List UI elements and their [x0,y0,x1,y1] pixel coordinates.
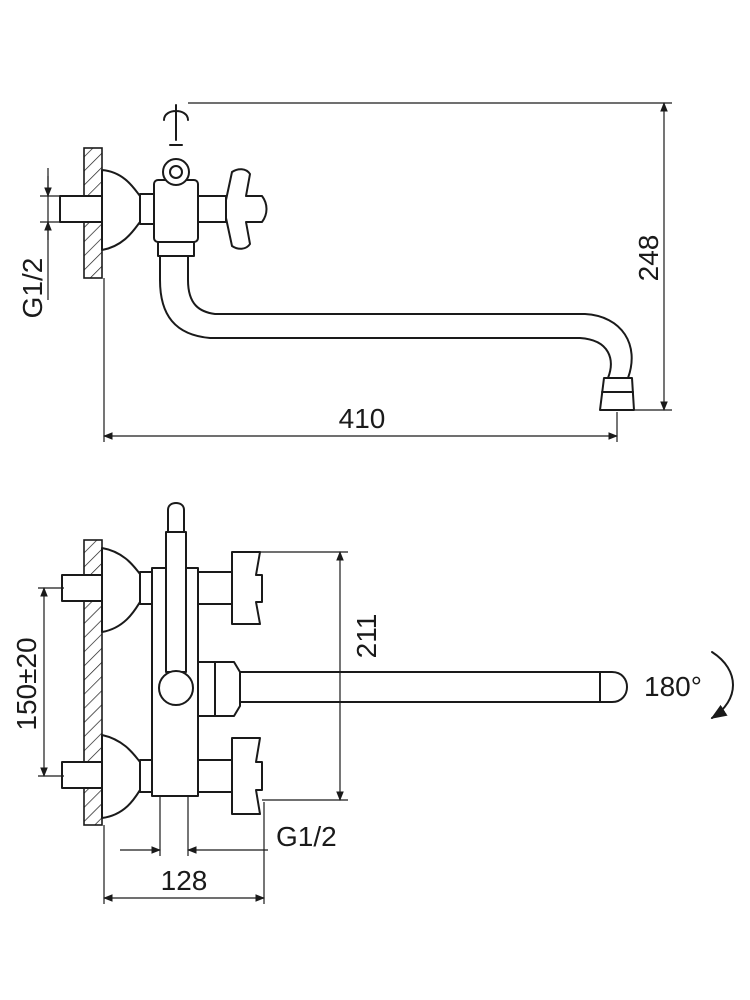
valve-stem [197,195,227,223]
escutcheon [101,169,141,251]
spout-nut [157,241,195,257]
lower-inlet [61,761,103,789]
dim-label-248: 248 [633,235,664,282]
spout-pipe-inner [187,255,633,379]
dim-label-150: 150±20 [11,637,42,730]
spout-front [239,671,628,703]
top-view: 248 410 G1/2 [17,102,672,442]
thread-label-front: G1/2 [276,821,337,852]
lower-escutcheon [101,734,141,819]
upper-cross-handle [231,551,263,625]
upper-inlet [61,574,103,602]
rotation-arrow [710,651,734,719]
connector-nut [139,193,155,225]
shower-holder [163,104,189,146]
front-view: 180° 211 150±20 G1/2 128 [11,502,734,904]
mixer-body [153,179,199,243]
spout-pipe [159,255,612,379]
shower-holder-front [167,502,185,533]
dim-label-410: 410 [339,403,386,434]
shower-rod [165,531,187,673]
upper-escutcheon [101,547,141,633]
cross-handle [225,168,268,250]
diverter-knob-front [158,670,194,706]
spout-coupling [197,661,241,717]
lower-cross-handle [231,737,263,815]
wall-hatch-front [83,539,103,826]
dim-label-211: 211 [351,614,382,659]
aerator [599,377,635,411]
thread-label-top: G1/2 [17,258,48,319]
diverter-center [169,165,183,179]
dim-label-128: 128 [161,865,208,896]
inlet-pipe [59,195,103,223]
rotation-label: 180° [644,671,702,702]
